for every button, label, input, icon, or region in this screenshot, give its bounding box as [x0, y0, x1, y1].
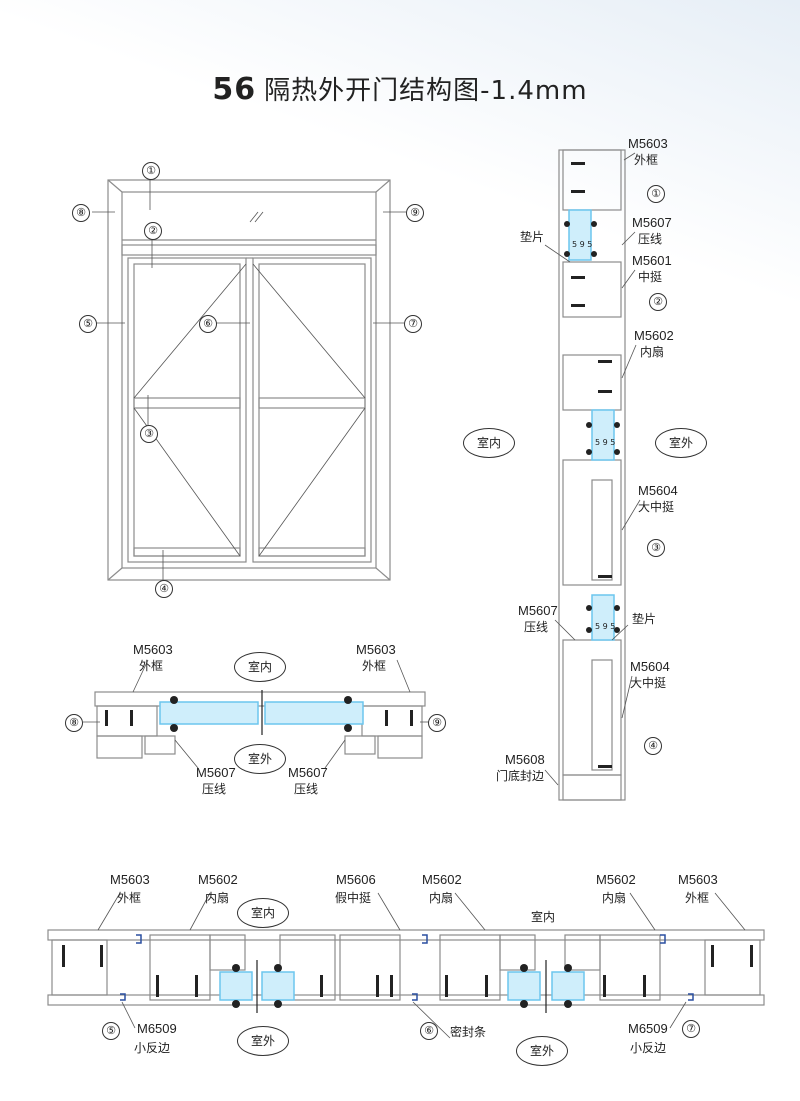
profile-code: M5607: [288, 765, 328, 780]
profile-code: M5603: [628, 136, 668, 151]
profile-name: 小反边: [630, 1041, 667, 1055]
title-text: 隔热外开门结构图-1.4mm: [264, 76, 588, 106]
profile-name: 小反边: [134, 1041, 171, 1055]
profile-name: 门底封边: [496, 769, 545, 783]
profile-code: M5604: [630, 659, 670, 674]
profile-name: 压线: [202, 782, 227, 796]
outdoor-label: 室外: [655, 428, 707, 458]
profile-code: M5606: [336, 872, 376, 887]
vertical-section: [544, 149, 641, 801]
profile-code: M5602: [634, 328, 674, 343]
marker-9: ⑨: [406, 204, 424, 222]
profile-name: 压线: [638, 232, 663, 246]
marker-5: ⑤: [79, 315, 97, 333]
profile-name: 压线: [294, 782, 319, 796]
bottom-section: [47, 892, 765, 1039]
marker-7: ⑦: [404, 315, 422, 333]
profile-code: M5603: [356, 642, 396, 657]
marker-7: ⑦: [682, 1020, 700, 1038]
marker-2: ②: [649, 293, 667, 311]
profile-name: 外框: [634, 153, 659, 167]
marker-5: ⑤: [102, 1022, 120, 1040]
marker-8: ⑧: [65, 714, 83, 732]
marker-3: ③: [647, 539, 665, 557]
profile-name: 外框: [362, 659, 387, 673]
horizontal-section: [83, 659, 430, 769]
indoor-label: 室内: [463, 428, 515, 458]
profile-code: M5603: [678, 872, 718, 887]
indoor-label: 室内: [234, 652, 286, 682]
marker-9: ⑨: [428, 714, 446, 732]
profile-code: M5607: [518, 603, 558, 618]
marker-6: ⑥: [420, 1022, 438, 1040]
series-number: 56: [212, 72, 257, 107]
marker-4: ④: [155, 580, 173, 598]
marker-2: ②: [144, 222, 162, 240]
marker-1: ①: [647, 185, 665, 203]
profile-name: 外框: [117, 891, 142, 905]
profile-name: 假中挺: [335, 891, 372, 905]
profile-code: M5608: [505, 752, 545, 767]
profile-name: 中挺: [638, 270, 663, 284]
profile-name: 外框: [685, 891, 710, 905]
profile-code: M5603: [133, 642, 173, 657]
profile-code: M5602: [198, 872, 238, 887]
profile-name: 内扇: [429, 891, 454, 905]
outdoor-label: 室外: [234, 744, 286, 774]
profile-name: 大中挺: [638, 500, 675, 514]
profile-name: 内扇: [205, 891, 230, 905]
profile-code: M5607: [632, 215, 672, 230]
spacer-label: 垫片: [520, 230, 545, 244]
marker-8: ⑧: [72, 204, 90, 222]
marker-3: ③: [140, 425, 158, 443]
outdoor-label: 室外: [516, 1036, 568, 1066]
glass-dims: 5 9 5: [572, 240, 593, 249]
profile-code: M6509: [628, 1021, 668, 1036]
profile-name: 内扇: [640, 345, 665, 359]
profile-code: M5602: [596, 872, 636, 887]
profile-name: 压线: [524, 620, 549, 634]
profile-code: M5607: [196, 765, 236, 780]
profile-name: 大中挺: [630, 676, 667, 690]
indoor-label-plain: 室内: [531, 910, 556, 924]
glass-dims: 5 9 5: [595, 438, 616, 447]
glass-dims: 5 9 5: [595, 622, 616, 631]
profile-code: M6509: [137, 1021, 177, 1036]
profile-code: M5604: [638, 483, 678, 498]
profile-code: M5603: [110, 872, 150, 887]
seal-label: 密封条: [450, 1025, 487, 1039]
door-elevation: [92, 178, 406, 581]
marker-6: ⑥: [199, 315, 217, 333]
profile-name: 外框: [139, 659, 164, 673]
profile-code: M5601: [632, 253, 672, 268]
indoor-label: 室内: [237, 898, 289, 928]
outdoor-label: 室外: [237, 1026, 289, 1056]
spacer-label: 垫片: [632, 612, 657, 626]
profile-name: 内扇: [602, 891, 627, 905]
marker-4: ④: [644, 737, 662, 755]
marker-1: ①: [142, 162, 160, 180]
profile-code: M5602: [422, 872, 462, 887]
